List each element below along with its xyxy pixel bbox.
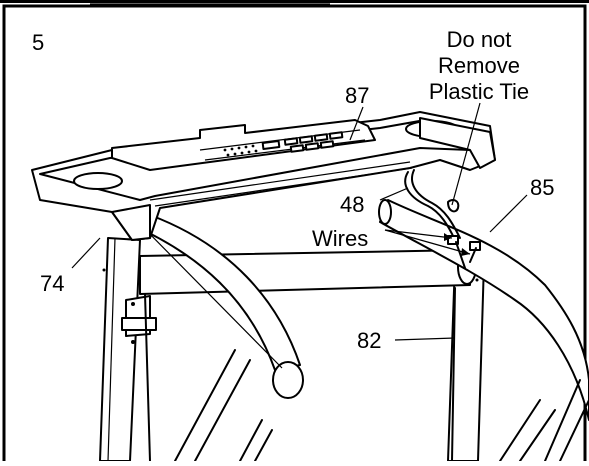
label-87: 87 — [345, 83, 369, 108]
top-edge — [0, 0, 589, 3]
note-line-2: Remove — [438, 53, 520, 78]
label-82: 82 — [357, 328, 381, 353]
label-74: 74 — [40, 271, 64, 296]
step-number: 5 — [32, 30, 44, 55]
label-wires: Wires — [312, 226, 368, 251]
right-handrail — [379, 200, 589, 461]
label-85: 85 — [530, 175, 554, 200]
note-line-3: Plastic Tie — [429, 79, 529, 104]
note-line-1: Do not — [447, 27, 512, 52]
left-handrail — [132, 215, 303, 398]
label-48: 48 — [340, 192, 364, 217]
